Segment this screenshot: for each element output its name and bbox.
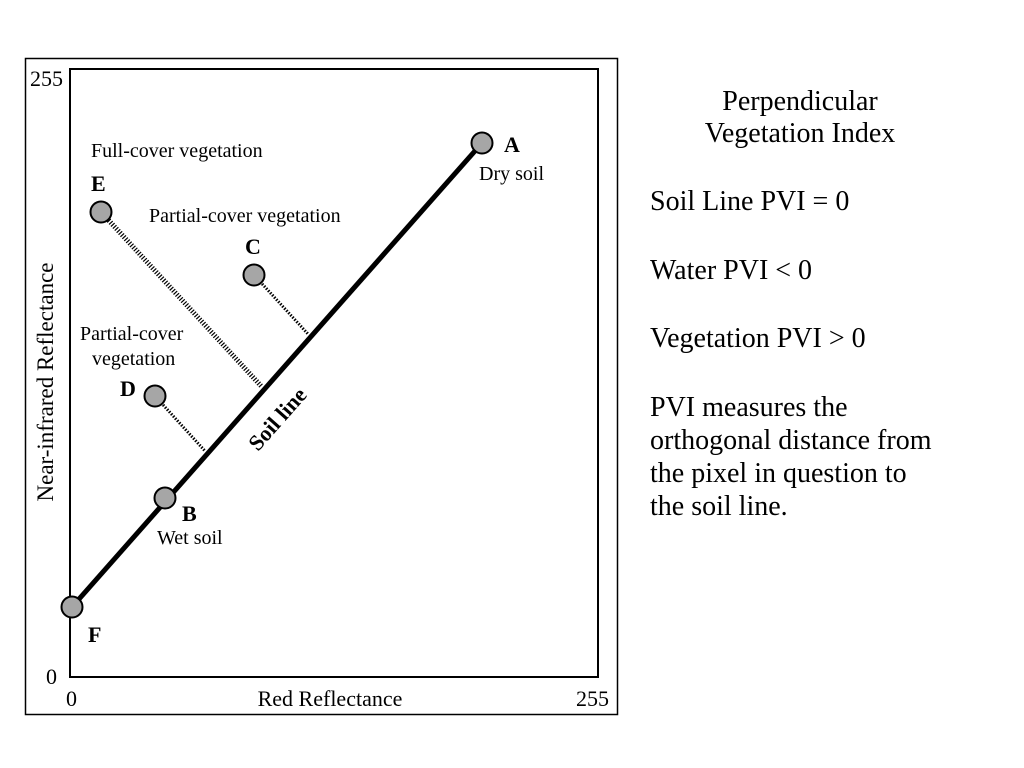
point-d — [143, 384, 167, 408]
point-c-label: C — [245, 234, 261, 259]
figure-frame — [24, 57, 619, 716]
soil-line-label: Soil line — [243, 382, 312, 455]
point-f — [60, 595, 84, 619]
soil-line-pvi-text: Soil Line PVI = 0 — [650, 186, 850, 218]
water-pvi-text: Water PVI < 0 — [650, 254, 813, 286]
x-axis-max-label: 255 — [576, 686, 609, 711]
panel-title-line2: Vegetation Index — [704, 118, 896, 150]
point-a-label: A — [504, 132, 520, 157]
x-axis-min-label: 0 — [66, 686, 77, 711]
panel-title-line1: Perpendicular — [722, 86, 878, 117]
d-perpendicular-line — [153, 394, 207, 453]
point-a — [470, 131, 494, 155]
y-axis-max-label: 255 — [30, 66, 63, 91]
point-c — [242, 263, 266, 287]
y-axis-min-label: 0 — [46, 664, 57, 689]
x-axis-title: Red Reflectance — [258, 686, 403, 711]
point-e — [89, 200, 113, 224]
point-b-label: B — [182, 501, 197, 526]
vegetation-pvi-text: Vegetation PVI > 0 — [650, 322, 866, 354]
plot-area — [69, 68, 599, 678]
point-e-label: E — [91, 171, 106, 196]
explanation-panel: Perpendicular Vegetation Index Soil Line… — [650, 86, 950, 523]
c-perpendicular-line — [252, 273, 310, 336]
soil-line — [70, 141, 484, 609]
point-b-description: Wet soil — [157, 527, 223, 549]
point-d-label: D — [120, 376, 136, 401]
point-a-description: Dry soil — [479, 163, 544, 185]
point-f-label: F — [88, 622, 101, 647]
point-b — [153, 486, 177, 510]
pvi-diagram: 255 0 0 255 Red Reflectance Near-infrare… — [24, 57, 619, 716]
panel-title: Perpendicular Vegetation Index — [644, 86, 956, 150]
pvi-definition-text: PVI measures the orthogonal distance fro… — [650, 391, 932, 523]
partial-cover-vegetation-label-2-line1: Partial-cover — [80, 323, 184, 345]
y-axis-title: Near-infrared Reflectance — [33, 263, 58, 502]
partial-cover-vegetation-label-2-line2: vegetation — [92, 348, 175, 370]
full-cover-vegetation-label: Full-cover vegetation — [91, 140, 263, 162]
e-perpendicular-line — [99, 210, 264, 389]
partial-cover-vegetation-label: Partial-cover vegetation — [149, 205, 341, 227]
